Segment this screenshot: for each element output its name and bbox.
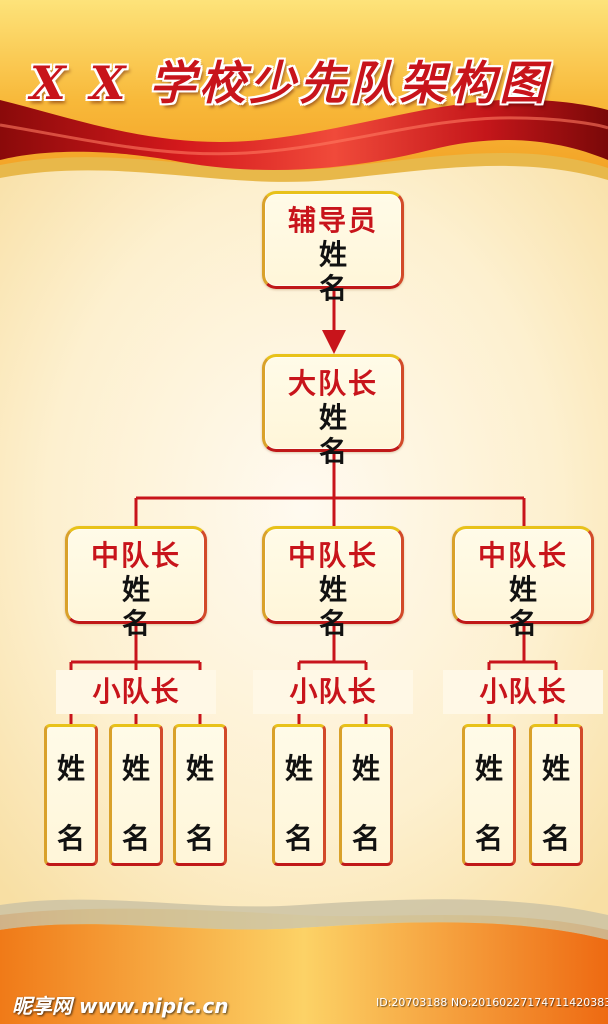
- squadron-leader-node-3: 中队长 姓 名: [452, 526, 594, 640]
- member-box: 姓 名: [272, 724, 326, 866]
- team-leader-label-3: 小队长: [443, 670, 603, 714]
- squadron-role: 中队长: [90, 539, 181, 572]
- squadron-role: 中队长: [287, 539, 378, 572]
- member-name-char: 名: [541, 822, 570, 855]
- brigade-leader-node: 大队长 姓 名: [262, 354, 404, 468]
- advisor-node: 辅导员 姓 名: [262, 191, 404, 305]
- watermark-id: ID:20703188 NO:20160227174711420383: [376, 996, 608, 1009]
- member-name-char: 名: [121, 822, 150, 855]
- member-name-char: 名: [351, 822, 380, 855]
- page-title: X X 学校少先队架构图: [30, 56, 550, 110]
- member-name-char: 姓: [121, 752, 150, 785]
- member-name-char: 姓: [474, 752, 503, 785]
- member-box: 姓 名: [44, 724, 98, 866]
- member-box: 姓 名: [462, 724, 516, 866]
- member-name-char: 姓: [284, 752, 313, 785]
- team-leader-label-2: 小队长: [253, 670, 413, 714]
- advisor-role: 辅导员: [287, 204, 378, 237]
- member-box: 姓 名: [109, 724, 163, 866]
- member-name-char: 名: [185, 822, 214, 855]
- brigade-role: 大队长: [287, 367, 378, 400]
- member-name-char: 名: [474, 822, 503, 855]
- team-leader-label-1: 小队长: [56, 670, 216, 714]
- member-name-char: 姓: [541, 752, 570, 785]
- member-box: 姓 名: [529, 724, 583, 866]
- brigade-name: 姓 名: [318, 401, 416, 468]
- squadron-leader-node-2: 中队长 姓 名: [262, 526, 404, 640]
- squadron-role: 中队长: [477, 539, 568, 572]
- member-name-char: 姓: [351, 752, 380, 785]
- squadron-name: 姓 名: [318, 573, 416, 640]
- member-box: 姓 名: [173, 724, 227, 866]
- advisor-name: 姓 名: [318, 238, 416, 305]
- squadron-name: 姓 名: [508, 573, 606, 640]
- member-name-char: 名: [56, 822, 85, 855]
- member-box: 姓 名: [339, 724, 393, 866]
- squadron-leader-node-1: 中队长 姓 名: [65, 526, 207, 640]
- member-name-char: 名: [284, 822, 313, 855]
- watermark-logo: 昵享网 www.nipic.cn: [12, 994, 229, 1018]
- member-name-char: 姓: [185, 752, 214, 785]
- squadron-name: 姓 名: [121, 573, 219, 640]
- member-name-char: 姓: [56, 752, 85, 785]
